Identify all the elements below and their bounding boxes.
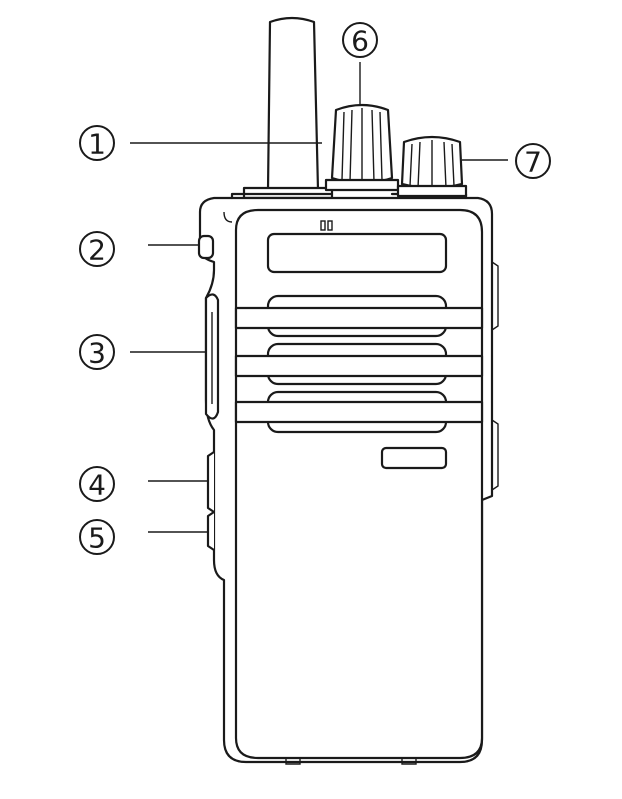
ptt-grip [204, 293, 220, 420]
callout-7: 7 [515, 143, 551, 179]
volume-knob [396, 135, 468, 198]
callout-6: 6 [342, 22, 378, 58]
display-window [266, 232, 448, 274]
channel-knob [324, 103, 400, 192]
side-buttons [206, 451, 215, 551]
callout-5: 5 [79, 519, 115, 555]
callout-3: 3 [79, 334, 115, 370]
logo-badge [380, 446, 448, 470]
callout-4-label: 4 [88, 469, 106, 502]
radio-body [198, 192, 494, 765]
right-side-rails [491, 261, 499, 491]
speaker-grille [234, 294, 484, 434]
callout-3-label: 3 [88, 337, 106, 370]
callout-1-label: 1 [88, 128, 106, 161]
callout-2-label: 2 [88, 234, 106, 267]
callout-lines [130, 62, 508, 533]
callout-6-label: 6 [351, 25, 369, 58]
callout-7-label: 7 [524, 146, 542, 179]
callout-5-label: 5 [88, 522, 106, 555]
antenna [242, 16, 334, 200]
callout-4: 4 [79, 466, 115, 502]
microphone-holes [320, 220, 333, 231]
side-indicator [197, 234, 215, 260]
callout-1: 1 [79, 125, 115, 161]
callout-2: 2 [79, 231, 115, 267]
